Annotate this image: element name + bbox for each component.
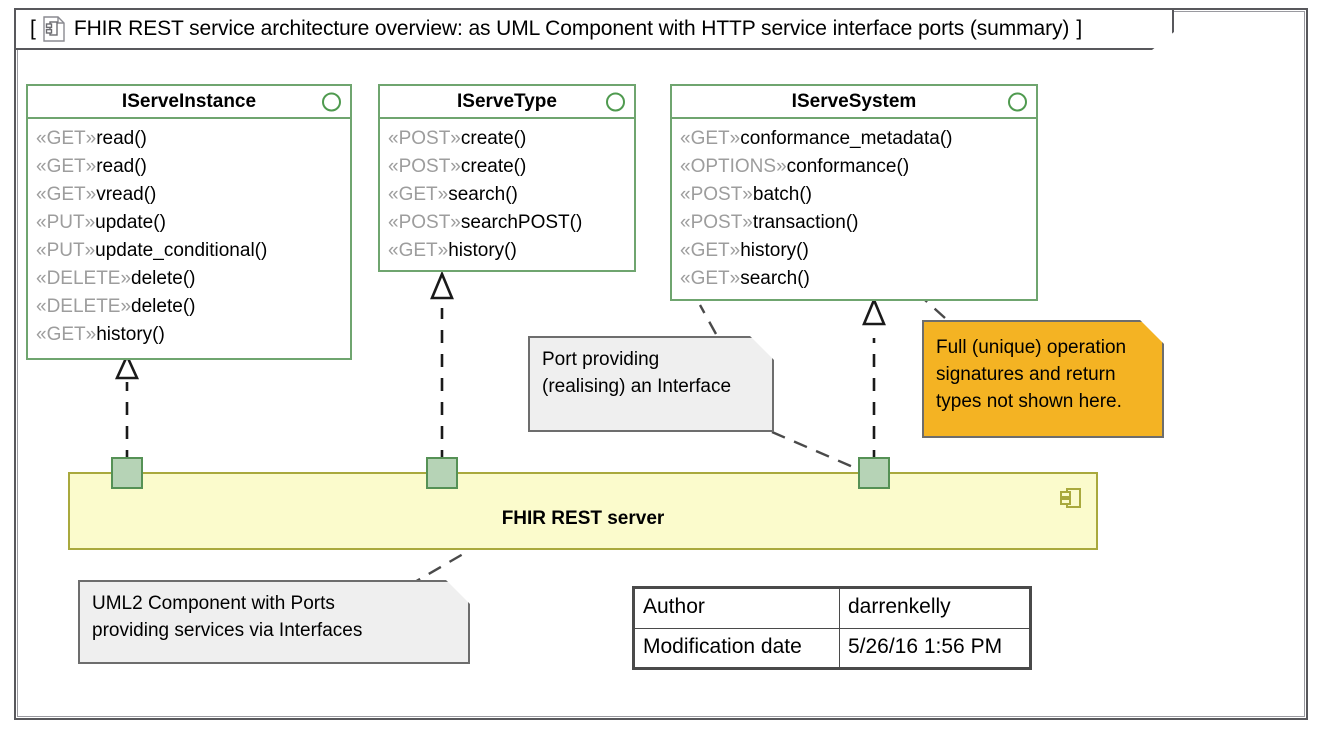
interface-circle-icon bbox=[606, 92, 625, 111]
note-signatures[interactable]: Full (unique) operation signatures and r… bbox=[922, 320, 1164, 438]
metadata-value: 5/26/16 1:56 PM bbox=[838, 627, 1031, 668]
title-bracket-close: ] bbox=[1076, 17, 1083, 40]
operation-stereotype: «POST» bbox=[680, 184, 753, 205]
operation-stereotype: «GET» bbox=[388, 240, 449, 261]
interface-header: IServeInstance bbox=[28, 86, 350, 119]
operation-name: history() bbox=[740, 240, 809, 261]
operation-stereotype: «GET» bbox=[36, 128, 97, 149]
interface-operations: «GET»conformance_metadata() «OPTIONS»con… bbox=[672, 119, 1036, 299]
operation-name: transaction() bbox=[752, 212, 859, 233]
operation-stereotype: «POST» bbox=[388, 156, 461, 177]
operation-name: create() bbox=[460, 128, 527, 149]
operation-stereotype: «GET» bbox=[36, 156, 97, 177]
operation-stereotype: «GET» bbox=[680, 240, 741, 261]
operation-row: «PUT»update() bbox=[36, 209, 350, 237]
metadata-key: Author bbox=[634, 588, 840, 629]
operation-name: read() bbox=[96, 128, 147, 149]
operation-row: «POST»transaction() bbox=[680, 209, 1036, 237]
operation-name: vread() bbox=[96, 184, 157, 205]
operation-name: update() bbox=[95, 212, 166, 233]
port-serve-instance[interactable] bbox=[111, 457, 143, 489]
operation-row: «GET»history() bbox=[36, 321, 350, 349]
port-serve-system[interactable] bbox=[858, 457, 890, 489]
operation-name: conformance() bbox=[786, 156, 910, 177]
operation-name: search() bbox=[740, 268, 810, 289]
operation-stereotype: «POST» bbox=[388, 128, 461, 149]
operation-name: search() bbox=[448, 184, 518, 205]
table-row: Modification date 5/26/16 1:56 PM bbox=[634, 627, 1031, 668]
operation-name: delete() bbox=[131, 268, 196, 289]
operation-stereotype: «GET» bbox=[388, 184, 449, 205]
operation-row: «POST»create() bbox=[388, 125, 634, 153]
operation-row: «GET»history() bbox=[680, 237, 1036, 265]
operation-row: «GET»read() bbox=[36, 153, 350, 181]
operation-name: create() bbox=[460, 156, 527, 177]
operation-row: «OPTIONS»conformance() bbox=[680, 153, 1036, 181]
operation-row: «PUT»update_conditional() bbox=[36, 237, 350, 265]
uml-component-document-icon bbox=[43, 16, 65, 42]
operation-name: conformance_metadata() bbox=[740, 128, 953, 149]
operation-row: «POST»create() bbox=[388, 153, 634, 181]
operation-stereotype: «POST» bbox=[388, 212, 461, 233]
interface-iservetype[interactable]: IServeType «POST»create() «POST»create()… bbox=[378, 84, 636, 272]
operation-name: searchPOST() bbox=[460, 212, 583, 233]
note-text: Port providing (realising) an Interface bbox=[542, 349, 732, 397]
operation-name: batch() bbox=[752, 184, 813, 205]
table-row: Author darrenkelly bbox=[634, 588, 1031, 629]
component-label: FHIR REST server bbox=[501, 508, 665, 529]
operation-stereotype: «DELETE» bbox=[36, 296, 132, 317]
interface-name: IServeInstance bbox=[121, 90, 257, 112]
interface-name: IServeSystem bbox=[791, 90, 917, 112]
interface-name: IServeType bbox=[457, 90, 557, 112]
interface-circle-icon bbox=[1008, 92, 1027, 111]
interface-iservesystem[interactable]: IServeSystem «GET»conformance_metadata()… bbox=[670, 84, 1038, 301]
operation-stereotype: «OPTIONS» bbox=[680, 156, 787, 177]
component-fhir-rest-server[interactable]: FHIR REST server bbox=[68, 472, 1098, 550]
metadata-value: darrenkelly bbox=[838, 588, 1031, 629]
operation-name: update_conditional() bbox=[95, 240, 268, 261]
operation-name: delete() bbox=[131, 296, 196, 317]
operation-stereotype: «POST» bbox=[680, 212, 753, 233]
operation-row: «GET»read() bbox=[36, 125, 350, 153]
title-bracket-open: [ bbox=[30, 17, 36, 40]
operation-stereotype: «GET» bbox=[36, 184, 97, 205]
operation-row: «DELETE»delete() bbox=[36, 265, 350, 293]
diagram-title-bar: [ FHIR REST service architecture overvie… bbox=[16, 10, 1174, 50]
operation-row: «GET»search() bbox=[388, 181, 634, 209]
operation-name: history() bbox=[448, 240, 517, 261]
diagram-title-text: FHIR REST service architecture overview:… bbox=[73, 17, 1070, 40]
operation-row: «POST»searchPOST() bbox=[388, 209, 634, 237]
metadata-key: Modification date bbox=[634, 627, 840, 668]
metadata-table: Author darrenkelly Modification date 5/2… bbox=[632, 586, 1032, 670]
interface-circle-icon bbox=[322, 92, 341, 111]
note-component-ports[interactable]: UML2 Component with Ports providing serv… bbox=[78, 580, 470, 664]
operation-stereotype: «DELETE» bbox=[36, 268, 132, 289]
interface-operations: «POST»create() «POST»create() «GET»searc… bbox=[380, 119, 634, 271]
note-text: UML2 Component with Ports providing serv… bbox=[92, 593, 363, 641]
port-serve-type[interactable] bbox=[426, 457, 458, 489]
note-port-interface[interactable]: Port providing (realising) an Interface bbox=[528, 336, 774, 432]
interface-iserveinstance[interactable]: IServeInstance «GET»read() «GET»read() «… bbox=[26, 84, 352, 360]
operation-row: «GET»conformance_metadata() bbox=[680, 125, 1036, 153]
interface-header: IServeType bbox=[380, 86, 634, 119]
operation-row: «DELETE»delete() bbox=[36, 293, 350, 321]
operation-stereotype: «GET» bbox=[680, 128, 741, 149]
operation-row: «GET»search() bbox=[680, 265, 1036, 293]
interface-operations: «GET»read() «GET»read() «GET»vread() «PU… bbox=[28, 119, 350, 355]
note-text: Full (unique) operation signatures and r… bbox=[936, 337, 1127, 412]
operation-stereotype: «GET» bbox=[680, 268, 741, 289]
operation-row: «GET»history() bbox=[388, 237, 634, 265]
operation-stereotype: «PUT» bbox=[36, 240, 96, 261]
interface-header: IServeSystem bbox=[672, 86, 1036, 119]
operation-stereotype: «GET» bbox=[36, 324, 97, 345]
operation-stereotype: «PUT» bbox=[36, 212, 96, 233]
operation-name: read() bbox=[96, 156, 147, 177]
operation-name: history() bbox=[96, 324, 165, 345]
operation-row: «POST»batch() bbox=[680, 181, 1036, 209]
uml-component-icon bbox=[1060, 487, 1082, 509]
operation-row: «GET»vread() bbox=[36, 181, 350, 209]
